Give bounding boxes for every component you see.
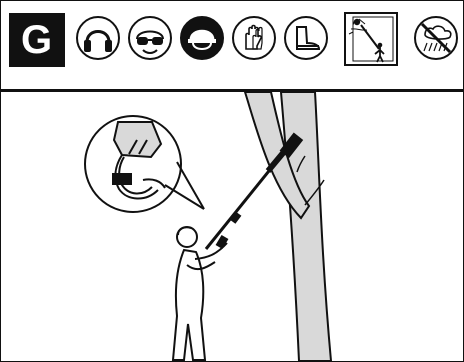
no-rain-icon — [413, 15, 459, 61]
section-letter: G — [21, 18, 53, 63]
safety-boots-icon — [283, 15, 329, 61]
tree-trunk — [281, 92, 331, 361]
head-protection-icon — [179, 15, 225, 61]
operator-figure — [173, 227, 227, 360]
section-badge: G — [9, 13, 65, 67]
ear-protection-icon — [75, 15, 121, 61]
pole-saw-illustration — [1, 92, 463, 361]
detail-callout — [85, 116, 204, 212]
overhead-falling-debris-icon — [341, 9, 401, 69]
gloves-icon — [231, 15, 277, 61]
ppe-header: G — [1, 1, 463, 89]
eye-protection-icon — [127, 15, 173, 61]
